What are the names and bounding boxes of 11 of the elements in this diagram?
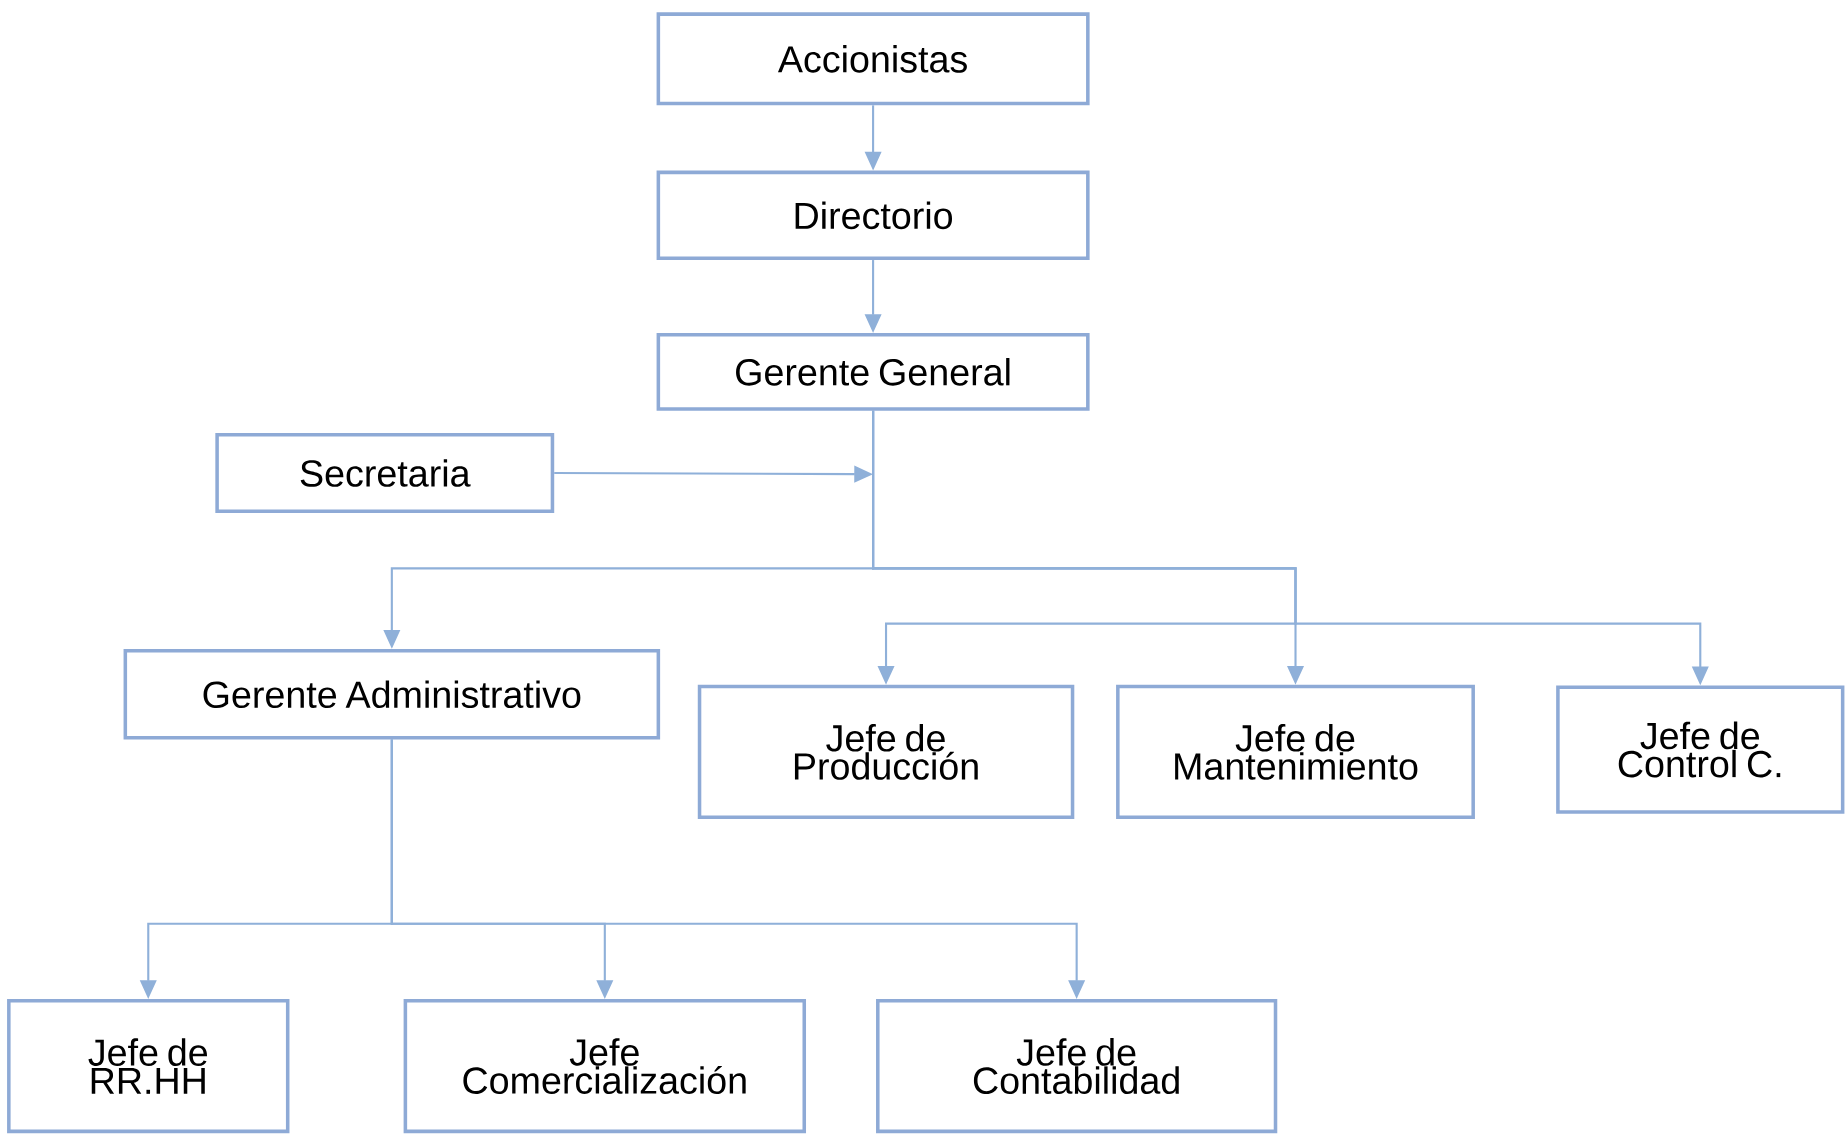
org-box: Gerente Administrativo: [123, 648, 661, 740]
org-box: Jefe de Control C.: [1556, 685, 1845, 814]
org-box: Gerente General: [656, 332, 1090, 411]
org-box: Jefe de RR.HH: [7, 998, 290, 1133]
org-box: Secretaria: [215, 432, 555, 513]
org-box: Accionistas: [656, 12, 1090, 106]
org-box: Directorio: [656, 170, 1090, 260]
org-box: Jefe Comercialización: [403, 998, 807, 1133]
org-box: Jefe de Mantenimiento: [1116, 684, 1475, 819]
org-box: Jefe de Producción: [697, 684, 1075, 819]
org-box: Jefe de Contabilidad: [876, 998, 1278, 1133]
